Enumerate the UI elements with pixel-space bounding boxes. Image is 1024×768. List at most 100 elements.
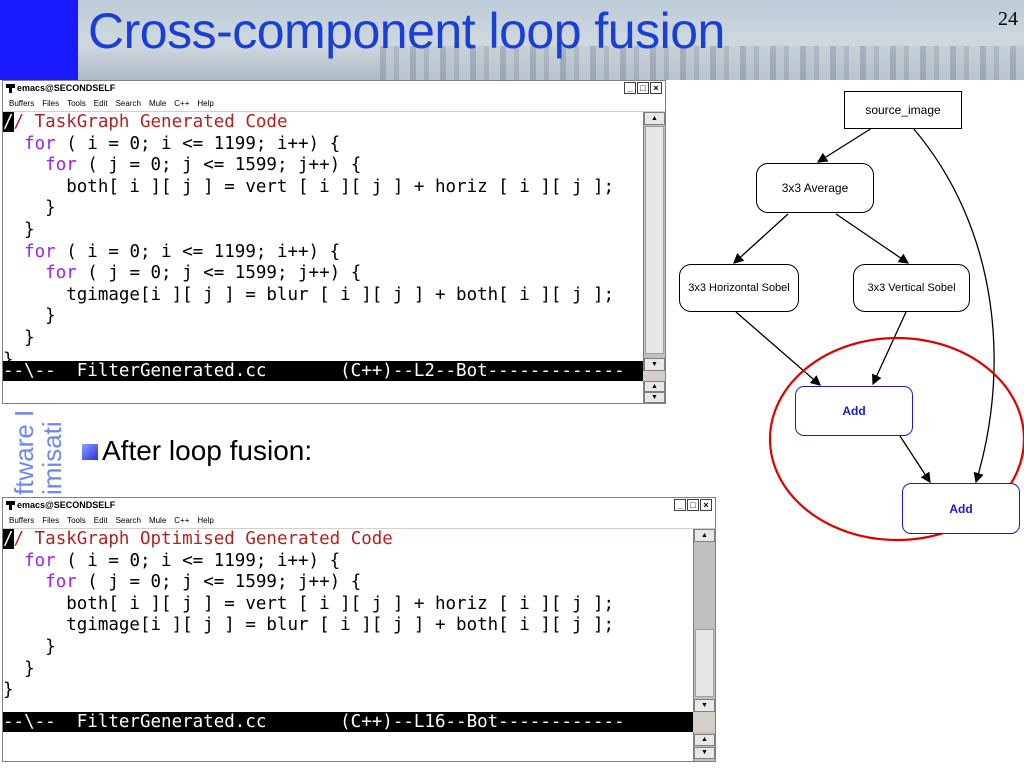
code-line[interactable]: tgimage[i ][ j ] = blur [ i ][ j ] + bot… bbox=[3, 285, 643, 307]
minimize-button[interactable]: _ bbox=[624, 82, 636, 94]
menu-edit[interactable]: Edit bbox=[93, 516, 108, 525]
code-editor[interactable]: // TaskGraph Generated Code for ( i = 0;… bbox=[3, 112, 643, 371]
graph-edges bbox=[733, 127, 1024, 542]
scroll-thumb[interactable] bbox=[695, 629, 714, 697]
code-line[interactable]: for ( i = 0; i <= 1199; i++) { bbox=[3, 242, 643, 264]
menu-help[interactable]: Help bbox=[197, 516, 214, 525]
menu-cpp[interactable]: C++ bbox=[174, 99, 190, 108]
scroll-down-arrow-icon[interactable]: ▼ bbox=[644, 358, 665, 371]
scroll-down-arrow-icon[interactable]: ▼ bbox=[694, 747, 715, 759]
minibuffer-scrollbar[interactable]: ▲ ▼ bbox=[693, 732, 715, 761]
menu-bar: Buffers Files Tools Edit Search Mule C++… bbox=[3, 96, 665, 111]
menu-mule[interactable]: Mule bbox=[148, 99, 167, 108]
minibuffer-scrollbar[interactable]: ▲ ▼ bbox=[643, 381, 665, 403]
code-line[interactable]: } bbox=[3, 220, 643, 242]
scroll-up-arrow-icon[interactable]: ▲ bbox=[644, 381, 665, 392]
window-titlebar[interactable]: emacs@SECONDSELF _ □ × bbox=[3, 498, 715, 513]
code-text: } bbox=[3, 327, 35, 348]
node-3x3-vertical-sobel: 3x3 Vertical Sobel bbox=[853, 264, 970, 312]
close-button[interactable]: × bbox=[700, 499, 712, 511]
scroll-down-arrow-icon[interactable]: ▼ bbox=[644, 392, 665, 403]
code-comment: / TaskGraph Optimised Generated Code bbox=[13, 529, 393, 549]
window-title: emacs@SECONDSELF bbox=[17, 83, 116, 93]
menu-edit[interactable]: Edit bbox=[93, 99, 108, 108]
code-text: both[ i ][ j ] = vert [ i ][ j ] + horiz… bbox=[3, 593, 615, 614]
menu-files[interactable]: Files bbox=[42, 99, 60, 108]
code-line[interactable]: // TaskGraph Optimised Generated Code bbox=[3, 529, 693, 551]
editor-scrollbar[interactable]: ▲ ▼ bbox=[643, 112, 665, 371]
window-controls: _ □ × bbox=[674, 499, 712, 511]
maximize-button[interactable]: □ bbox=[687, 499, 699, 511]
code-text: tgimage[i ][ j ] = blur [ i ][ j ] + bot… bbox=[3, 284, 615, 305]
code-keyword: for bbox=[24, 550, 56, 571]
edge-average-to-hsobel bbox=[733, 213, 789, 264]
menu-buffers[interactable]: Buffers bbox=[9, 99, 35, 108]
code-text bbox=[3, 134, 24, 154]
code-line[interactable]: } bbox=[3, 198, 643, 220]
emacs-window-top[interactable]: emacs@SECONDSELF _ □ × Buffers Files Too… bbox=[2, 80, 666, 404]
node-add-1: Add bbox=[795, 386, 913, 436]
menu-bar: Buffers Files Tools Edit Search Mule C++… bbox=[3, 513, 715, 528]
code-text: tgimage[i ][ j ] = blur [ i ][ j ] + bot… bbox=[3, 615, 615, 636]
editor-scrollbar[interactable]: ▲ ▼ bbox=[693, 529, 715, 712]
highlight-circle bbox=[768, 336, 1024, 542]
code-text: } bbox=[3, 219, 35, 240]
code-line[interactable]: both[ i ][ j ] = vert [ i ][ j ] + horiz… bbox=[3, 594, 693, 616]
menu-buffers[interactable]: Buffers bbox=[9, 516, 35, 525]
code-line[interactable]: both[ i ][ j ] = vert [ i ][ j ] + horiz… bbox=[3, 177, 643, 199]
code-line[interactable]: for ( i = 0; i <= 1199; i++) { bbox=[3, 134, 643, 156]
scroll-up-arrow-icon[interactable]: ▲ bbox=[694, 734, 715, 746]
code-line[interactable]: } bbox=[3, 328, 643, 350]
window-title: emacs@SECONDSELF bbox=[17, 500, 116, 510]
minibuffer[interactable] bbox=[3, 381, 665, 403]
maximize-button[interactable]: □ bbox=[637, 82, 649, 94]
code-text: ( i = 0; i <= 1199; i++) { bbox=[55, 241, 341, 262]
code-text: } bbox=[3, 306, 56, 327]
code-text: } bbox=[3, 680, 14, 701]
text-cursor: / bbox=[3, 529, 14, 549]
menu-cpp[interactable]: C++ bbox=[174, 516, 190, 525]
code-text bbox=[3, 155, 45, 175]
code-keyword: for bbox=[45, 155, 77, 176]
scroll-up-arrow-icon[interactable]: ▲ bbox=[694, 529, 715, 542]
code-text bbox=[3, 242, 24, 262]
close-button[interactable]: × bbox=[650, 82, 662, 94]
code-text bbox=[3, 572, 45, 592]
code-editor[interactable]: // TaskGraph Optimised Generated Code fo… bbox=[3, 529, 693, 712]
emacs-window-bottom[interactable]: emacs@SECONDSELF _ □ × Buffers Files Too… bbox=[2, 497, 716, 762]
task-graph: source_image 3x3 Average 3x3 Horizontal … bbox=[670, 80, 1024, 580]
code-comment: / TaskGraph Generated Code bbox=[13, 112, 288, 132]
scroll-up-arrow-icon[interactable]: ▲ bbox=[644, 112, 665, 125]
edge-vsobel-to-add bbox=[872, 311, 907, 386]
code-line[interactable]: } bbox=[3, 637, 693, 659]
code-line[interactable]: } bbox=[3, 659, 693, 681]
code-line[interactable]: for ( j = 0; j <= 1599; j++) { bbox=[3, 263, 643, 285]
code-line[interactable]: } bbox=[3, 680, 693, 702]
menu-tools[interactable]: Tools bbox=[67, 516, 86, 525]
menu-help[interactable]: Help bbox=[197, 99, 214, 108]
code-line[interactable]: for ( i = 0; i <= 1199; i++) { bbox=[3, 551, 693, 573]
code-line[interactable]: } bbox=[3, 306, 643, 328]
left-accent-bar bbox=[0, 0, 78, 80]
code-line[interactable]: for ( j = 0; j <= 1599; j++) { bbox=[3, 572, 693, 594]
scroll-down-arrow-icon[interactable]: ▼ bbox=[694, 699, 715, 712]
code-line[interactable]: tgimage[i ][ j ] = blur [ i ][ j ] + bot… bbox=[3, 615, 693, 637]
node-3x3-horizontal-sobel: 3x3 Horizontal Sobel bbox=[679, 264, 799, 312]
node-add-2: Add bbox=[902, 483, 1020, 534]
menu-search[interactable]: Search bbox=[115, 99, 141, 108]
code-text bbox=[3, 551, 24, 571]
code-line[interactable]: for ( j = 0; j <= 1599; j++) { bbox=[3, 155, 643, 177]
node-3x3-average: 3x3 Average bbox=[756, 163, 874, 213]
code-line[interactable]: } bbox=[3, 350, 643, 371]
scroll-thumb[interactable] bbox=[645, 126, 664, 354]
window-titlebar[interactable]: emacs@SECONDSELF _ □ × bbox=[3, 81, 665, 96]
minimize-button[interactable]: _ bbox=[674, 499, 686, 511]
code-text: ( j = 0; j <= 1599; j++) { bbox=[76, 155, 362, 176]
menu-search[interactable]: Search bbox=[115, 516, 141, 525]
menu-mule[interactable]: Mule bbox=[148, 516, 167, 525]
minibuffer[interactable] bbox=[3, 732, 715, 761]
menu-tools[interactable]: Tools bbox=[67, 99, 86, 108]
menu-files[interactable]: Files bbox=[42, 516, 60, 525]
code-line[interactable]: // TaskGraph Generated Code bbox=[3, 112, 643, 134]
